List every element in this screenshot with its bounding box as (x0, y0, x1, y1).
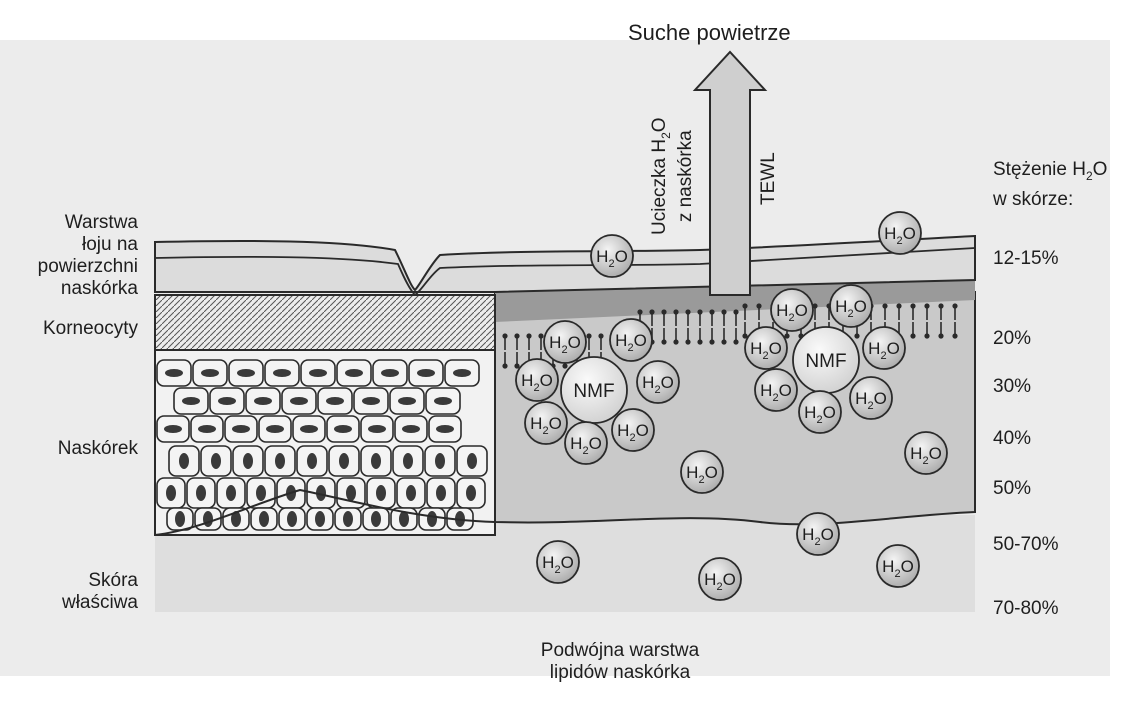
cell-nucleus (254, 397, 272, 405)
concentration-value: 20% (993, 328, 1031, 350)
cell-nucleus (226, 485, 236, 501)
svg-text:NMF: NMF (805, 351, 846, 372)
cell-nucleus (259, 511, 269, 527)
concentration-value: 40% (993, 428, 1031, 450)
tewl-label: TEWL (758, 152, 780, 205)
concentration-value: 30% (993, 376, 1031, 398)
concentration-header: Stężenie H2O w skórze: (993, 158, 1107, 212)
water-molecule: H2O (516, 359, 558, 401)
water-molecule: H2O (850, 377, 892, 419)
cell-nucleus (381, 369, 399, 377)
cell-nucleus (339, 453, 349, 469)
cell-nucleus (362, 397, 380, 405)
cell-nucleus (402, 425, 420, 433)
cell-nucleus (290, 397, 308, 405)
dermis-label: Skóra właściwa (20, 570, 138, 614)
cell-nucleus (182, 397, 200, 405)
epidermis-label: Naskórek (20, 438, 138, 460)
cell-nucleus (406, 485, 416, 501)
cell-nucleus (165, 369, 183, 377)
cell-block (155, 295, 495, 535)
nmf-molecule: NMF (561, 357, 627, 423)
cell-nucleus (211, 453, 221, 469)
cell-nucleus (266, 425, 284, 433)
cell-nucleus (343, 511, 353, 527)
cell-nucleus (368, 425, 386, 433)
water-molecule: H2O (699, 558, 741, 600)
water-molecule: H2O (610, 319, 652, 361)
cell-nucleus (427, 511, 437, 527)
cell-nucleus (334, 425, 352, 433)
water-molecule: H2O (879, 212, 921, 254)
water-molecule: H2O (771, 289, 813, 331)
water-molecule: H2O (681, 451, 723, 493)
cell-nucleus (256, 485, 266, 501)
water-molecule: H2O (544, 321, 586, 363)
cell-nucleus (436, 485, 446, 501)
water-molecule: H2O (799, 391, 841, 433)
cell-nucleus (166, 485, 176, 501)
water-molecule: H2O (637, 361, 679, 403)
cell-nucleus (218, 397, 236, 405)
cell-nucleus (237, 369, 255, 377)
cell-nucleus (203, 511, 213, 527)
concentration-value: 12-15% (993, 248, 1059, 270)
escape-label: Ucieczka H2O z naskórka (650, 117, 696, 235)
cell-nucleus (326, 397, 344, 405)
water-molecule: H2O (591, 235, 633, 277)
water-molecule: H2O (537, 541, 579, 583)
cell-nucleus (376, 485, 386, 501)
cell-nucleus (300, 425, 318, 433)
water-molecule: H2O (565, 422, 607, 464)
cell-nucleus (287, 511, 297, 527)
water-molecule: H2O (525, 402, 567, 444)
cell-nucleus (309, 369, 327, 377)
svg-text:NMF: NMF (573, 381, 614, 402)
concentration-value: 70-80% (993, 598, 1059, 620)
cell-nucleus (466, 485, 476, 501)
cell-nucleus (435, 453, 445, 469)
water-molecule: H2O (877, 545, 919, 587)
water-molecule: H2O (830, 285, 872, 327)
cell-nucleus (371, 511, 381, 527)
cell-nucleus (275, 453, 285, 469)
cell-nucleus (243, 453, 253, 469)
cell-nucleus (164, 425, 182, 433)
cell-nucleus (453, 369, 471, 377)
cell-nucleus (398, 397, 416, 405)
water-molecule: H2O (755, 369, 797, 411)
bottom-label: Podwójna warstwa lipidów naskórka (500, 640, 740, 684)
cell-nucleus (179, 453, 189, 469)
cell-nucleus (371, 453, 381, 469)
water-molecule: H2O (612, 409, 654, 451)
cell-nucleus (273, 369, 291, 377)
nmf-molecule: NMF (793, 327, 859, 393)
water-molecule: H2O (905, 432, 947, 474)
cell-nucleus (403, 453, 413, 469)
cell-nucleus (307, 453, 317, 469)
cell-nucleus (467, 453, 477, 469)
concentration-value: 50% (993, 478, 1031, 500)
cell-nucleus (196, 485, 206, 501)
cell-nucleus (175, 511, 185, 527)
sebum-label: Warstwa łoju na powierzchni naskórka (20, 212, 138, 300)
water-molecule: H2O (745, 327, 787, 369)
cell-nucleus (436, 425, 454, 433)
corneocytes-label: Korneocyty (20, 318, 138, 340)
concentration-value: 50-70% (993, 534, 1059, 556)
cell-nucleus (434, 397, 452, 405)
cell-nucleus (346, 485, 356, 501)
water-molecule: H2O (863, 327, 905, 369)
cell-nucleus (417, 369, 435, 377)
cell-nucleus (345, 369, 363, 377)
cell-nucleus (315, 511, 325, 527)
top-label: Suche powietrze (628, 22, 791, 44)
cell-nucleus (198, 425, 216, 433)
water-molecule: H2O (797, 513, 839, 555)
cell-nucleus (201, 369, 219, 377)
cell-nucleus (232, 425, 250, 433)
